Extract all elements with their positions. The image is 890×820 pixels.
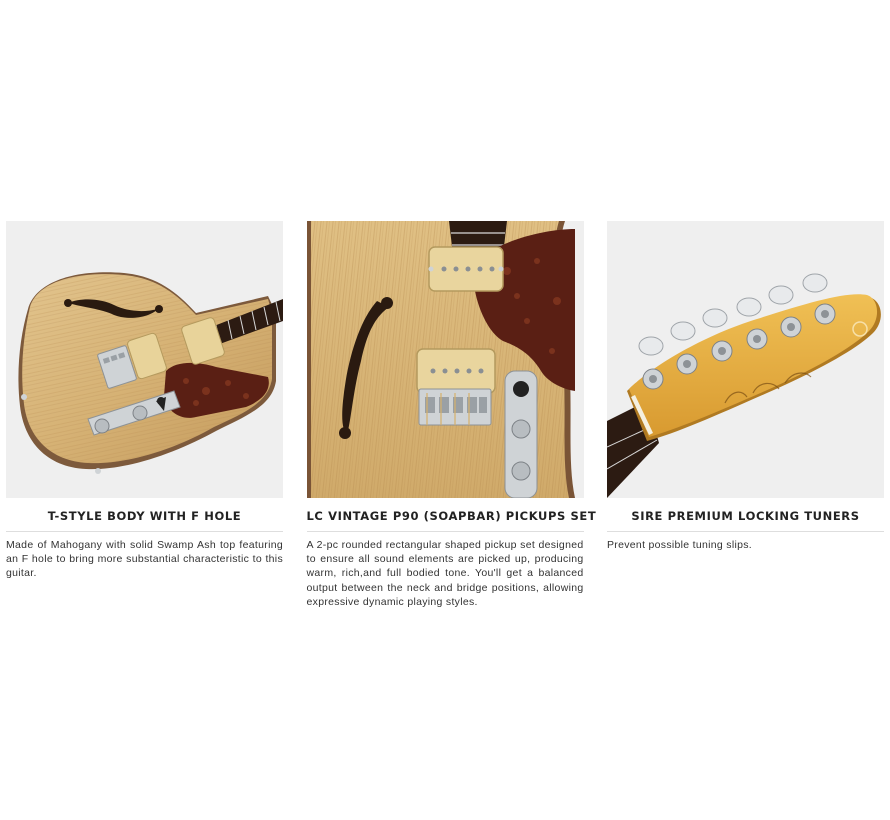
feature-card-body: T-STYLE BODY WITH F HOLE Made of Mahogan… [6,221,283,609]
tuners-image [607,221,884,498]
features-row: T-STYLE BODY WITH F HOLE Made of Mahogan… [6,221,884,609]
feature-description: A 2-pc rounded rectangular shaped pickup… [306,539,584,608]
feature-divider [607,531,884,532]
feature-title: SIRE PREMIUM LOCKING TUNERS [631,509,860,523]
pickups-image [306,221,584,498]
feature-card-tuners: SIRE PREMIUM LOCKING TUNERS Prevent poss… [607,221,884,609]
body-image [6,221,283,498]
feature-title: T-STYLE BODY WITH F HOLE [47,509,242,523]
feature-description: Made of Mahogany with solid Swamp Ash to… [6,539,283,580]
feature-description: Prevent possible tuning slips. [607,539,752,551]
feature-divider [6,531,283,532]
feature-title: LC VINTAGE P90 (SOAPBAR) PICKUPS SET [306,509,597,523]
feature-card-pickups: LC VINTAGE P90 (SOAPBAR) PICKUPS SET A 2… [306,221,597,609]
feature-divider [306,531,584,532]
